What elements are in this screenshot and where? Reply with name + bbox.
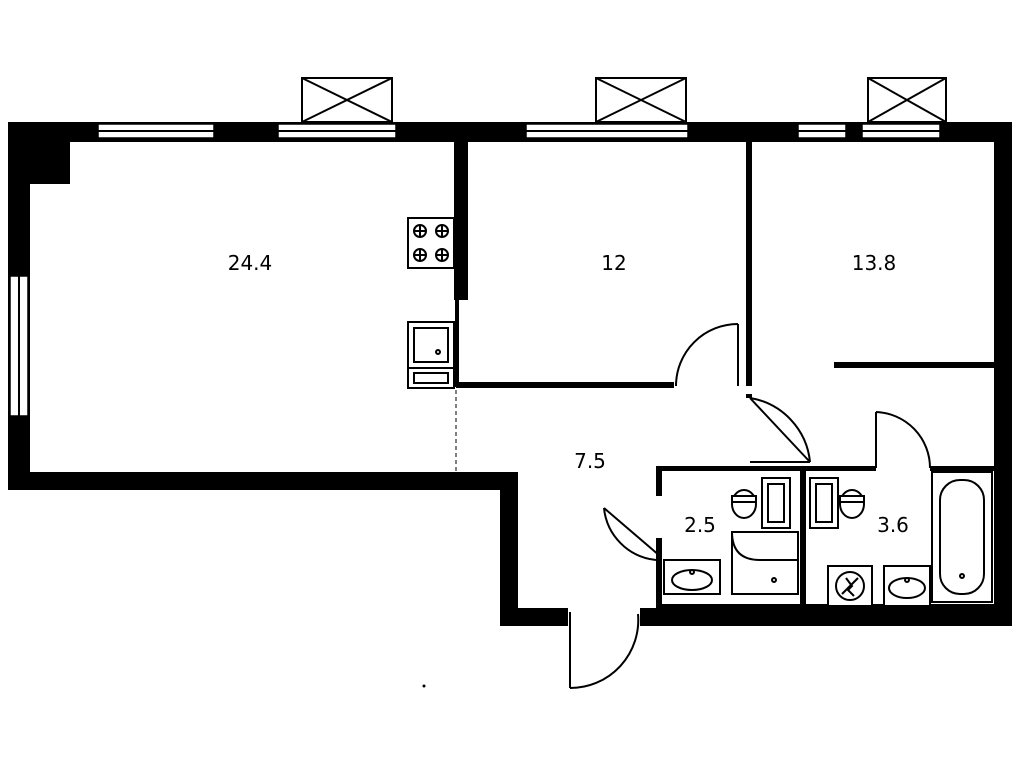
door-icon bbox=[569, 323, 931, 690]
interior-walls bbox=[454, 140, 996, 614]
room-area-hallway: 7.5 bbox=[574, 449, 606, 473]
room-area-bathroom: 3.6 bbox=[877, 513, 909, 537]
washbasin-icon bbox=[663, 559, 721, 595]
room-area-bedroom-right: 13.8 bbox=[852, 251, 897, 275]
window-icon bbox=[9, 123, 941, 417]
entrance-mark bbox=[422, 684, 426, 688]
room-area-living-kitchen: 24.4 bbox=[228, 251, 273, 275]
bathtub-icon bbox=[931, 471, 993, 603]
washbasin-icon bbox=[883, 565, 931, 607]
room-area-toilet: 2.5 bbox=[684, 513, 716, 537]
toilet-icon bbox=[731, 477, 791, 529]
shower-icon bbox=[731, 531, 799, 595]
sink-icon bbox=[407, 321, 455, 369]
toilet-icon bbox=[809, 477, 865, 529]
room-area-bedroom-middle: 12 bbox=[601, 251, 626, 275]
washing-machine-icon bbox=[827, 565, 873, 607]
exterior-walls bbox=[8, 122, 1012, 626]
counter-icon bbox=[407, 367, 455, 389]
stove-icon bbox=[407, 217, 455, 269]
balcony-box-icon bbox=[301, 77, 947, 123]
